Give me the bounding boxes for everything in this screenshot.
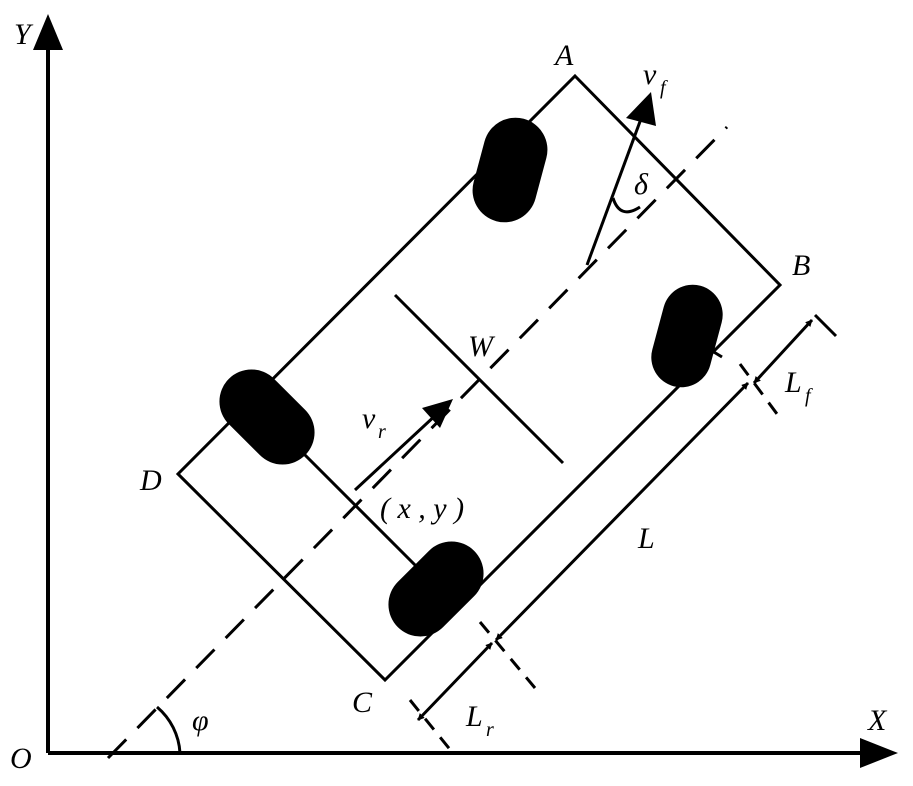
corner-label-a: A: [553, 39, 574, 72]
corner-label-d: D: [139, 464, 162, 497]
extension-line-rear-axle: [480, 622, 535, 688]
heading-angle-label: φ: [192, 704, 209, 737]
front-overhang-dimension: [754, 320, 812, 383]
y-axis-arrowhead: [33, 14, 63, 50]
dimension-extension-lines: [410, 315, 836, 752]
origin-label: O: [10, 742, 32, 775]
rear-velocity-subscript: r: [378, 421, 386, 443]
center-label: W: [468, 330, 496, 363]
front-velocity-arrowhead: [626, 92, 656, 126]
extension-line-front-tip: [815, 315, 836, 336]
wheelbase-label: L: [637, 522, 655, 555]
corner-label-c: C: [352, 686, 373, 719]
wheel-front-right: [645, 278, 730, 394]
rear-length-symbol: L: [465, 700, 483, 733]
heading-angle-arc: [157, 707, 180, 753]
extension-line-front-axle: [740, 364, 780, 418]
front-length-label: L f: [784, 366, 813, 407]
position-label: ( x , y ): [380, 492, 464, 525]
front-length-subscript: f: [805, 385, 813, 407]
coordinate-axes: [33, 14, 898, 768]
rear-velocity-label: v r: [362, 402, 386, 443]
y-axis-label: Y: [14, 18, 34, 51]
vehicle-centerline: [108, 127, 727, 758]
front-length-symbol: L: [784, 366, 802, 399]
wheels: [206, 111, 729, 650]
steer-angle-label: δ: [634, 168, 649, 201]
front-velocity-label: v f: [643, 58, 668, 99]
front-velocity-subscript: f: [660, 77, 668, 99]
corner-label-b: B: [792, 249, 810, 282]
wheelbase-dimension: [496, 383, 748, 640]
wheel-front-left: [465, 111, 554, 230]
rear-length-subscript: r: [486, 719, 494, 741]
wheel-rear-right: [375, 528, 497, 650]
x-axis-label: X: [867, 704, 888, 737]
front-velocity-symbol: v: [643, 58, 657, 91]
rear-velocity-symbol: v: [362, 402, 376, 435]
rear-length-label: L r: [465, 700, 494, 741]
x-axis-arrowhead: [860, 738, 898, 768]
